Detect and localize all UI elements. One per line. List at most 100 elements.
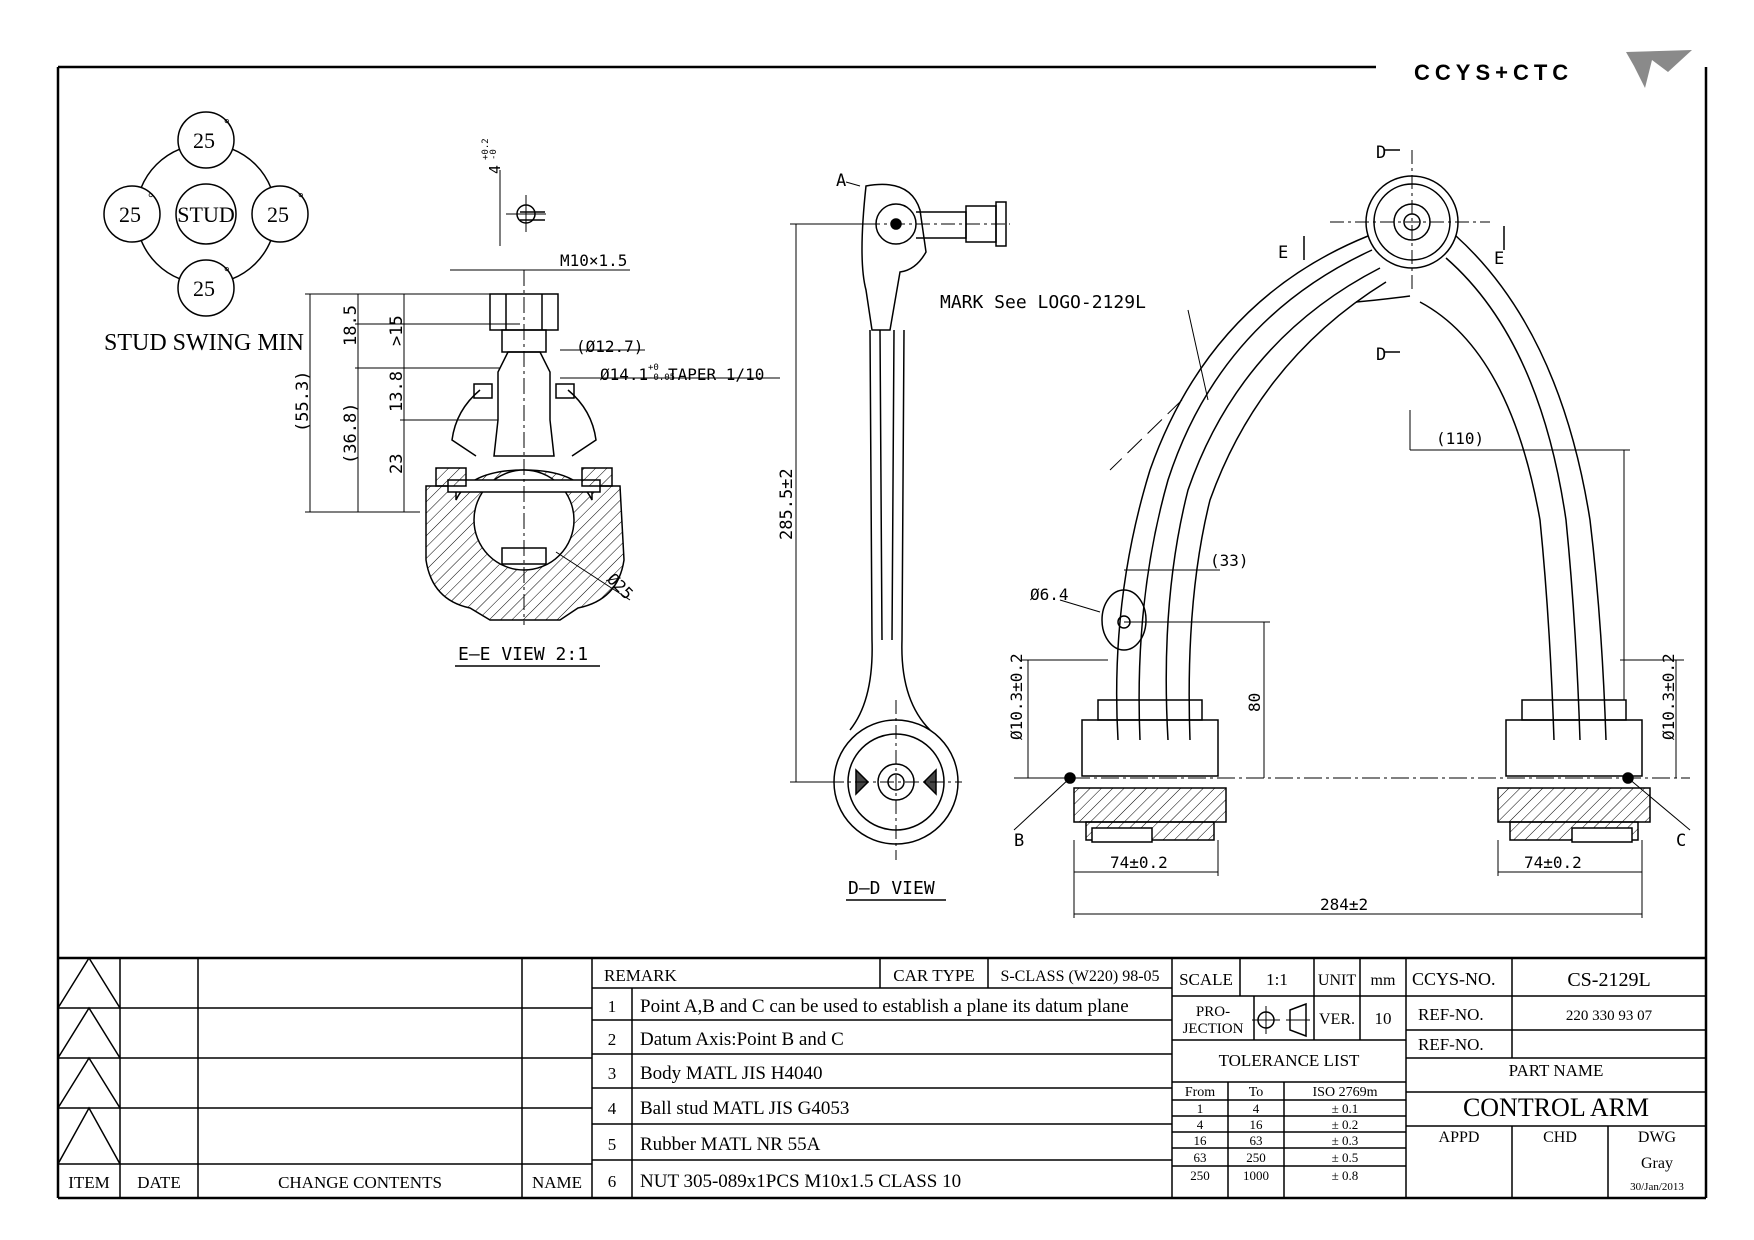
dim-13-8: 13.8 (387, 371, 407, 412)
dim-width-left: 74±0.2 (1110, 853, 1168, 872)
dim-15: >15 (387, 315, 407, 346)
rev-header-item: ITEM (68, 1173, 110, 1192)
remark-text-4: Ball stud MATL JIS G4053 (640, 1098, 849, 1119)
tol-header-to: To (1249, 1085, 1264, 1100)
remark-no-1: 1 (608, 997, 617, 1016)
scale-label: SCALE (1179, 970, 1233, 989)
sheet-border (56, 65, 1708, 1200)
tol-r2-from: 4 (1197, 1117, 1204, 1132)
tol-header-from: From (1185, 1085, 1215, 1100)
section-d-top: D (1376, 143, 1386, 163)
chd-label: CHD (1543, 1129, 1577, 1146)
brand-logo: CCYS+CTC (1414, 50, 1692, 88)
dim-55-3: (55.3) (293, 371, 313, 432)
rev-header-name: NAME (532, 1173, 582, 1192)
stud-label: STUD (177, 202, 234, 227)
rev-header-change: CHANGE CONTENTS (278, 1173, 442, 1192)
title-block-grid (57, 956, 1706, 1198)
dim-taper-tol-plus: +0 (648, 363, 659, 373)
tol-r2-to: 16 (1250, 1117, 1264, 1132)
tol-r4-val: ± 0.5 (1332, 1150, 1359, 1165)
degree-mark-top: ° (224, 117, 230, 132)
part-name: CONTROL ARM (1463, 1093, 1649, 1122)
tolerance-title: TOLERANCE LIST (1219, 1051, 1360, 1070)
swing-angle-top: 25 (193, 128, 215, 153)
remark-header: REMARK (604, 966, 677, 985)
ref-no-label-1: REF-NO. (1418, 1005, 1484, 1024)
remark-text-6: NUT 305-089x1PCS M10x1.5 CLASS 10 (640, 1171, 961, 1192)
tolerance-list: TOLERANCE LIST From To ISO 2769m 1 4 ± 0… (1185, 1051, 1378, 1183)
swing-angle-right: 25 (267, 202, 289, 227)
ver-label: VER. (1319, 1011, 1355, 1028)
remark-text-3: Body MATL JIS H4040 (640, 1063, 822, 1084)
rev-header-date: DATE (137, 1173, 180, 1192)
unit-label: UNIT (1318, 972, 1356, 989)
tol-r5-val: ± 0.8 (1332, 1168, 1359, 1183)
remark-text-1: Point A,B and C can be used to establish… (640, 996, 1129, 1017)
brand-logo-text: CCYS+CTC (1414, 60, 1573, 85)
dim-length: 285.5±2 (777, 468, 797, 540)
remark-no-2: 2 (608, 1030, 617, 1049)
section-e-right: E (1494, 249, 1504, 269)
dim-80: 80 (1245, 693, 1264, 712)
ref-no-value-1: 220 330 93 07 (1566, 1008, 1653, 1024)
tol-r5-to: 1000 (1243, 1168, 1269, 1183)
stud-swing-title: STUD SWING MIN (104, 330, 304, 356)
dim-23: 23 (387, 454, 407, 474)
scale-block: SCALE 1:1 UNIT mm PRO- JECTION VER. 10 (1179, 970, 1396, 1037)
remark-text-5: Rubber MATL NR 55A (640, 1134, 821, 1155)
dim-span: 284±2 (1320, 895, 1368, 914)
revision-table: ITEM DATE CHANGE CONTENTS NAME (68, 1173, 582, 1192)
dd-view-section (790, 181, 1010, 901)
dim-dia-12-7: (Ø12.7) (576, 337, 643, 356)
unit-value: mm (1371, 972, 1396, 989)
dim-width-right: 74±0.2 (1524, 853, 1582, 872)
swing-angle-left: 25 (119, 202, 141, 227)
car-type-value: S-CLASS (W220) 98-05 (1000, 968, 1159, 985)
mark-note: MARK See LOGO-2129L (940, 292, 1146, 313)
dim-taper-tol-minus: -0.05 (648, 373, 675, 383)
dd-view-title: D–D VIEW (848, 878, 935, 899)
remark-no-4: 4 (608, 1099, 617, 1118)
degree-mark-right: ° (298, 191, 304, 206)
tol-r2-val: ± 0.2 (1332, 1117, 1359, 1132)
dim-dia-6-4: Ø6.4 (1030, 585, 1069, 604)
drawn-by: Gray (1641, 1155, 1673, 1172)
stud-swing-diagram: STUD 25 25 25 25 ° ° ° ° STUD SWING MIN (103, 111, 309, 356)
part-name-label: PART NAME (1509, 1061, 1604, 1080)
dim-dia-right: Ø10.3±0.2 (1659, 653, 1678, 740)
tol-r4-to: 250 (1246, 1150, 1266, 1165)
dim-tol-4-minus: -0 (489, 149, 499, 160)
scale-value: 1:1 (1266, 970, 1288, 989)
tol-r1-to: 4 (1253, 1101, 1260, 1116)
tol-r4-from: 63 (1194, 1150, 1207, 1165)
dim-thread: M10×1.5 (560, 251, 627, 270)
dd-view-labels: A 285.5±2 D–D VIEW (777, 171, 935, 899)
ccys-no-value: CS-2129L (1567, 969, 1650, 991)
tol-r3-val: ± 0.3 (1332, 1133, 1359, 1148)
remark-no-5: 5 (608, 1135, 617, 1154)
remark-no-6: 6 (608, 1172, 617, 1191)
section-d-bottom: D (1376, 345, 1386, 365)
main-arm-view (1013, 149, 1691, 918)
degree-mark-left: ° (148, 191, 154, 206)
tol-r1-from: 1 (1197, 1101, 1204, 1116)
dim-33: (33) (1210, 551, 1249, 570)
ver-value: 10 (1375, 1009, 1392, 1028)
dim-110: (110) (1436, 429, 1484, 448)
title-block: CCYS-NO. CS-2129L REF-NO. 220 330 93 07 … (1412, 969, 1684, 1193)
swing-angle-bottom: 25 (193, 276, 215, 301)
point-a-label: A (836, 171, 846, 191)
dim-18-5: 18.5 (341, 305, 361, 346)
projection-label-1: PRO- (1196, 1004, 1230, 1020)
dim-taper-dia: Ø14.1 (600, 365, 648, 384)
tol-r3-to: 63 (1250, 1133, 1263, 1148)
tol-r5-from: 250 (1190, 1168, 1210, 1183)
tol-r1-val: ± 0.1 (1332, 1101, 1359, 1116)
point-b-label: B (1014, 831, 1024, 851)
dim-tol-4-plus: +0.2 (481, 138, 491, 160)
main-arm-labels: MARK See LOGO-2129L D D E E B C (110) (3… (940, 143, 1686, 914)
appd-label: APPD (1439, 1129, 1480, 1146)
brand-emblem-icon (1626, 50, 1692, 88)
